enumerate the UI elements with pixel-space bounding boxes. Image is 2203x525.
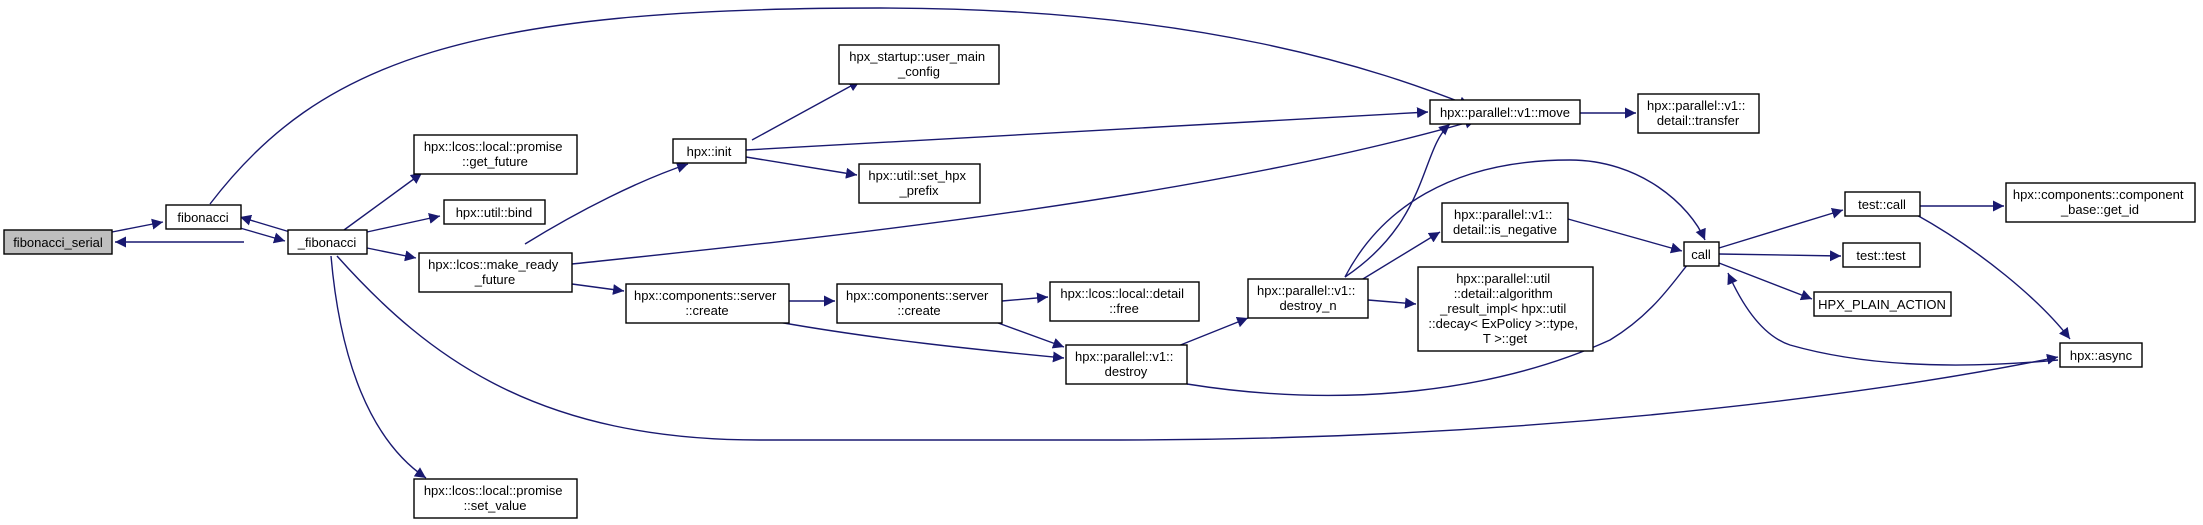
node-detail_free-label: hpx::lcos::local::detail ::free [1060,286,1187,316]
node-set_hpx_prefix-label: hpx::util::set_hpx _prefix [868,168,969,198]
node-call-label: call [1691,247,1711,262]
edge-v1_destroy_n-to-is_negative [1357,231,1441,283]
node-user_main_config-label: hpx_startup::user_main _config [849,49,988,79]
node-get_id: hpx::components::component _base::get_id [2005,182,2196,223]
edge-is_negative-to-call [1567,218,1683,254]
edge-call-to-test_test [1718,250,1842,262]
node-server_create_b-label: hpx::components::server ::create [846,288,992,318]
node-util_bind: hpx::util::bind [443,199,546,225]
node-server_create_b: hpx::components::server ::create [836,283,1003,324]
node-set_hpx_prefix: hpx::util::set_hpx _prefix [858,163,981,204]
node-v1_destroy: hpx::parallel::v1:: destroy [1065,344,1188,385]
node-detail_transfer: hpx::parallel::v1:: detail::transfer [1637,93,1760,134]
node-plain_action: HPX_PLAIN_ACTION [1813,291,1952,317]
edge-_fibonacci-to-promise_set_value [330,255,427,479]
edge-server_create_b-to-detail_free [1001,292,1049,304]
edge-server_create_a-to-v1_destroy [777,321,1065,363]
edge-server_create_b-to-v1_destroy [989,319,1065,349]
edge-_fibonacci-to-hpx_async [336,255,2059,441]
edge-fibonacci-to-v1_move [209,7,1471,205]
edge-hpx_async-to-call [1727,272,2059,366]
edge-call-to-plain_action [1718,262,1813,301]
node-is_negative: hpx::parallel::v1:: detail::is_negative [1441,202,1569,243]
node-v1_destroy_n: hpx::parallel::v1:: destroy_n [1247,278,1369,319]
node-test_test: test::test [1842,242,1921,268]
node-make_ready_future: hpx::lcos::make_ready _future [418,252,573,293]
node-promise_set_value: hpx::lcos::local::promise ::set_value [413,478,578,519]
node-promise_set_value-label: hpx::lcos::local::promise ::set_value [424,483,566,513]
node-_fibonacci-label: _fibonacci [297,235,357,250]
node-server_create_a-label: hpx::components::server ::create [634,288,780,318]
edge-fibonacci-to-_fibonacci [239,227,286,244]
edge-v1_destroy_n-to-call [1344,159,1706,278]
node-is_negative-label: hpx::parallel::v1:: detail::is_negative [1453,207,1557,237]
edge-_fibonacci-to-fibonacci [239,214,291,233]
node-detail_transfer-label: hpx::parallel::v1:: detail::transfer [1647,98,1749,128]
node-detail_free: hpx::lcos::local::detail ::free [1049,281,1200,322]
edge-make_ready_future-to-v1_move [571,117,1477,265]
node-algorithm_result: hpx::parallel::util ::detail::algorithm … [1417,266,1594,352]
node-_fibonacci: _fibonacci [287,229,368,255]
node-hpx_async-label: hpx::async [2070,348,2133,363]
node-hpx_async: hpx::async [2059,342,2143,368]
node-v1_destroy_n-label: hpx::parallel::v1:: destroy_n [1257,283,1359,313]
edge-v1_destroy-to-v1_destroy_n [1177,316,1249,347]
node-fibonacci_serial-label: fibonacci_serial [13,235,103,250]
edge-fibonacci_serial-to-fibonacci [111,218,164,233]
node-make_ready_future-label: hpx::lcos::make_ready _future [428,257,562,287]
edge-v1_destroy-to-call [1186,253,1698,397]
edges [111,7,2071,479]
edge-test_call-to-hpx_async [1914,213,2071,340]
edge-make_ready_future-to-hpx_init [524,162,689,245]
node-user_main_config: hpx_startup::user_main _config [838,44,1000,85]
edge-hpx_init-to-user_main_config [751,80,861,141]
edge-_fibonacci-to-make_ready_future [366,247,417,262]
edge-make_ready_future-to-server_create_a [571,283,625,295]
node-promise_get_future: hpx::lcos::local::promise ::get_future [413,134,578,175]
node-algorithm_result-label: hpx::parallel::util ::detail::algorithm … [1428,271,1581,346]
edge-hpx_init-to-v1_move [745,107,1429,151]
node-util_bind-label: hpx::util::bind [456,205,533,220]
node-promise_get_future-label: hpx::lcos::local::promise ::get_future [424,139,566,169]
node-call: call [1683,241,1720,267]
edge-v1_destroy_n-to-algorithm_result [1367,297,1417,309]
node-test_call-label: test::call [1858,197,1906,212]
node-fibonacci: fibonacci [165,204,242,230]
edge-v1_destroy_n-to-v1_move [1344,123,1451,278]
node-hpx_init-label: hpx::init [687,144,732,159]
node-test_call: test::call [1844,191,1921,217]
node-fibonacci_serial: fibonacci_serial [3,229,113,255]
edge-_fibonacci-to-promise_get_future [343,172,423,231]
node-v1_move: hpx::parallel::v1::move [1429,99,1581,125]
node-fibonacci-label: fibonacci [177,210,228,225]
edge-_fibonacci-to-util_bind [366,212,441,233]
edge-call-to-test_call [1718,207,1844,249]
node-server_create_a: hpx::components::server ::create [625,283,790,324]
edge-hpx_init-to-set_hpx_prefix [745,156,858,179]
node-v1_destroy-label: hpx::parallel::v1:: destroy [1075,349,1177,379]
node-get_id-label: hpx::components::component _base::get_id [2013,187,2187,217]
node-v1_move-label: hpx::parallel::v1::move [1440,105,1570,120]
node-plain_action-label: HPX_PLAIN_ACTION [1818,297,1946,312]
node-hpx_init: hpx::init [672,138,747,164]
node-test_test-label: test::test [1856,248,1906,263]
